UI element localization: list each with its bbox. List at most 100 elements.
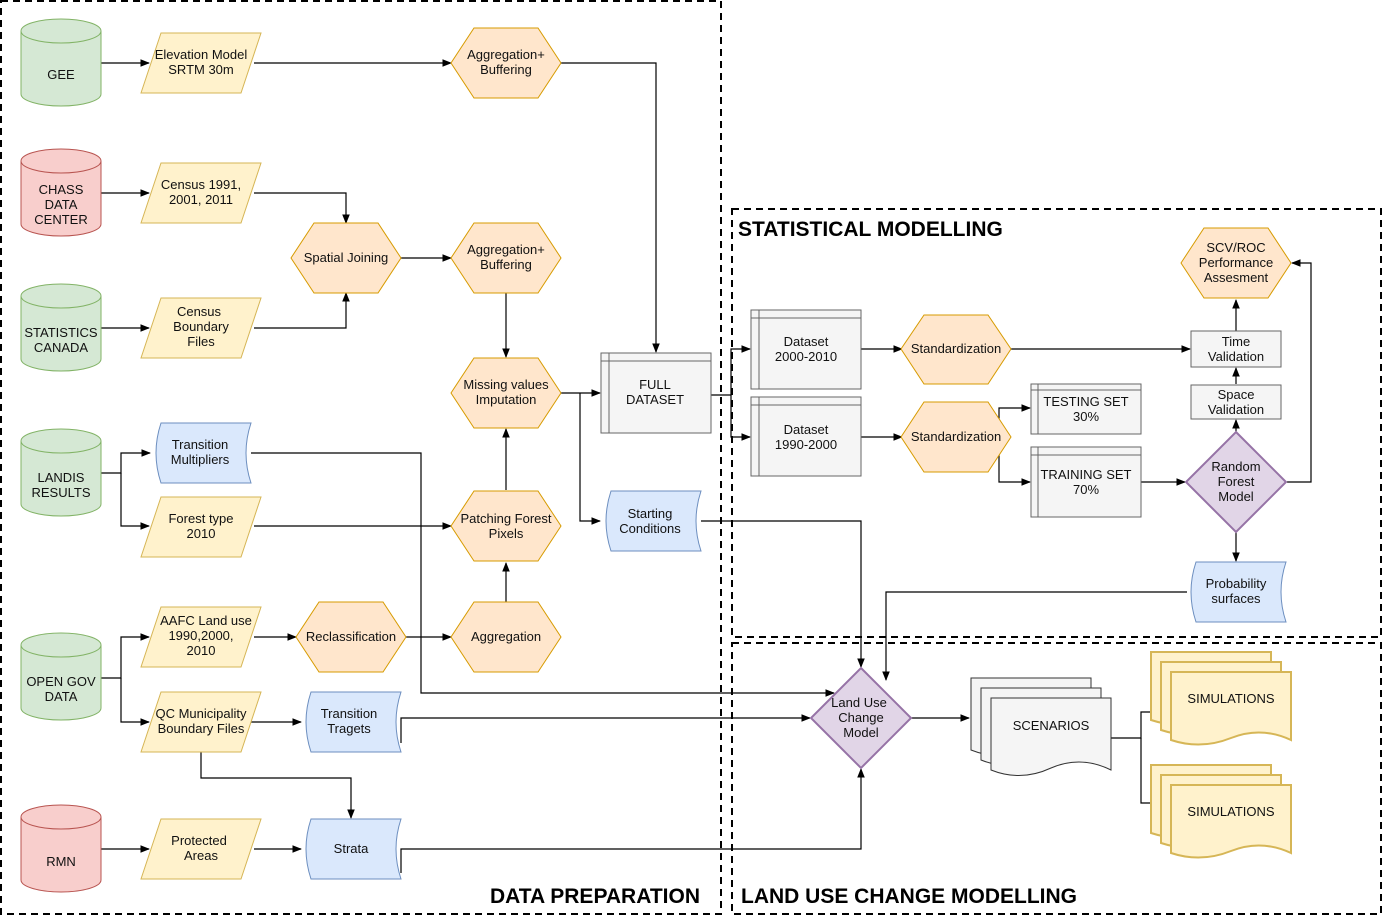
land-use-change-modelling-title: LAND USE CHANGE MODELLING: [741, 885, 1077, 908]
edge-targets-luc: [400, 714, 811, 743]
document-scenarios: SCENARIOS: [970, 677, 1112, 776]
source-rmn-label: RMN: [46, 854, 76, 869]
process-spatial-joining: Spatial Joining: [290, 222, 402, 294]
svg-text:Strata: Strata: [334, 841, 369, 856]
svg-text:Standardization: Standardization: [911, 429, 1001, 444]
edge-std2-training: [998, 446, 1031, 486]
svg-text:Aggregation+Buffering: Aggregation+Buffering: [467, 47, 545, 77]
stored-strata: Strata: [305, 818, 402, 880]
svg-text:Spatial Joining: Spatial Joining: [304, 250, 389, 265]
statistical-modelling-title: STATISTICAL MODELLING: [738, 218, 1003, 241]
source-gee-label: GEE: [47, 67, 75, 82]
svg-text:SCENARIOS: SCENARIOS: [1013, 718, 1090, 733]
edge-boundary-spatial: [254, 292, 350, 329]
process-aggregation: Aggregation: [450, 601, 562, 673]
process-aggregation-buffering-1: Aggregation+Buffering: [450, 27, 562, 99]
section-land-use-change-modelling: [731, 642, 1382, 915]
document-simulations-1: SIMULATIONS: [1150, 651, 1292, 746]
data-preparation-title: DATA PREPARATION: [490, 885, 700, 908]
edge-full-dataset1990: [730, 395, 751, 441]
svg-text:Reclassification: Reclassification: [306, 629, 396, 644]
svg-text:SIMULATIONS: SIMULATIONS: [1187, 804, 1274, 819]
edge-landis-multipliers: [101, 449, 151, 474]
edge-landis-forest: [120, 473, 150, 530]
edge-missing-starting: [579, 393, 601, 525]
svg-text:Census 1991,2001, 2011: Census 1991,2001, 2011: [161, 177, 241, 207]
edge-strata-luc: [400, 768, 865, 873]
svg-text:SIMULATIONS: SIMULATIONS: [1187, 691, 1274, 706]
document-simulations-2: SIMULATIONS: [1150, 764, 1292, 859]
connectors: [101, 59, 1312, 873]
edge-full-dataset2000: [711, 345, 751, 396]
edge-multipliers-luc: [251, 452, 835, 697]
section-statistical-modelling: [731, 208, 1382, 638]
source-gee: GEE: [20, 18, 102, 107]
svg-text:Aggregation: Aggregation: [471, 629, 541, 644]
process-aggregation-buffering-2: Aggregation+Buffering: [450, 222, 562, 294]
edge-census-spatial: [254, 192, 350, 224]
process-reclassification: Reclassification: [295, 601, 407, 673]
edge-rf-scv: [1287, 259, 1312, 483]
section-data-preparation: [0, 0, 722, 915]
svg-text:Aggregation+Buffering: Aggregation+Buffering: [467, 242, 545, 272]
svg-text:Standardization: Standardization: [911, 341, 1001, 356]
source-rmn: RMN: [20, 804, 102, 893]
edge-aggbuf1-full: [561, 62, 660, 353]
edge-probability-luc: [882, 591, 1187, 681]
edge-qc-strata: [200, 752, 355, 819]
process-standardization-2: Standardization: [900, 401, 1012, 473]
input-census: Census 1991,2001, 2011: [140, 162, 262, 224]
edge-starting-luc: [701, 520, 865, 668]
